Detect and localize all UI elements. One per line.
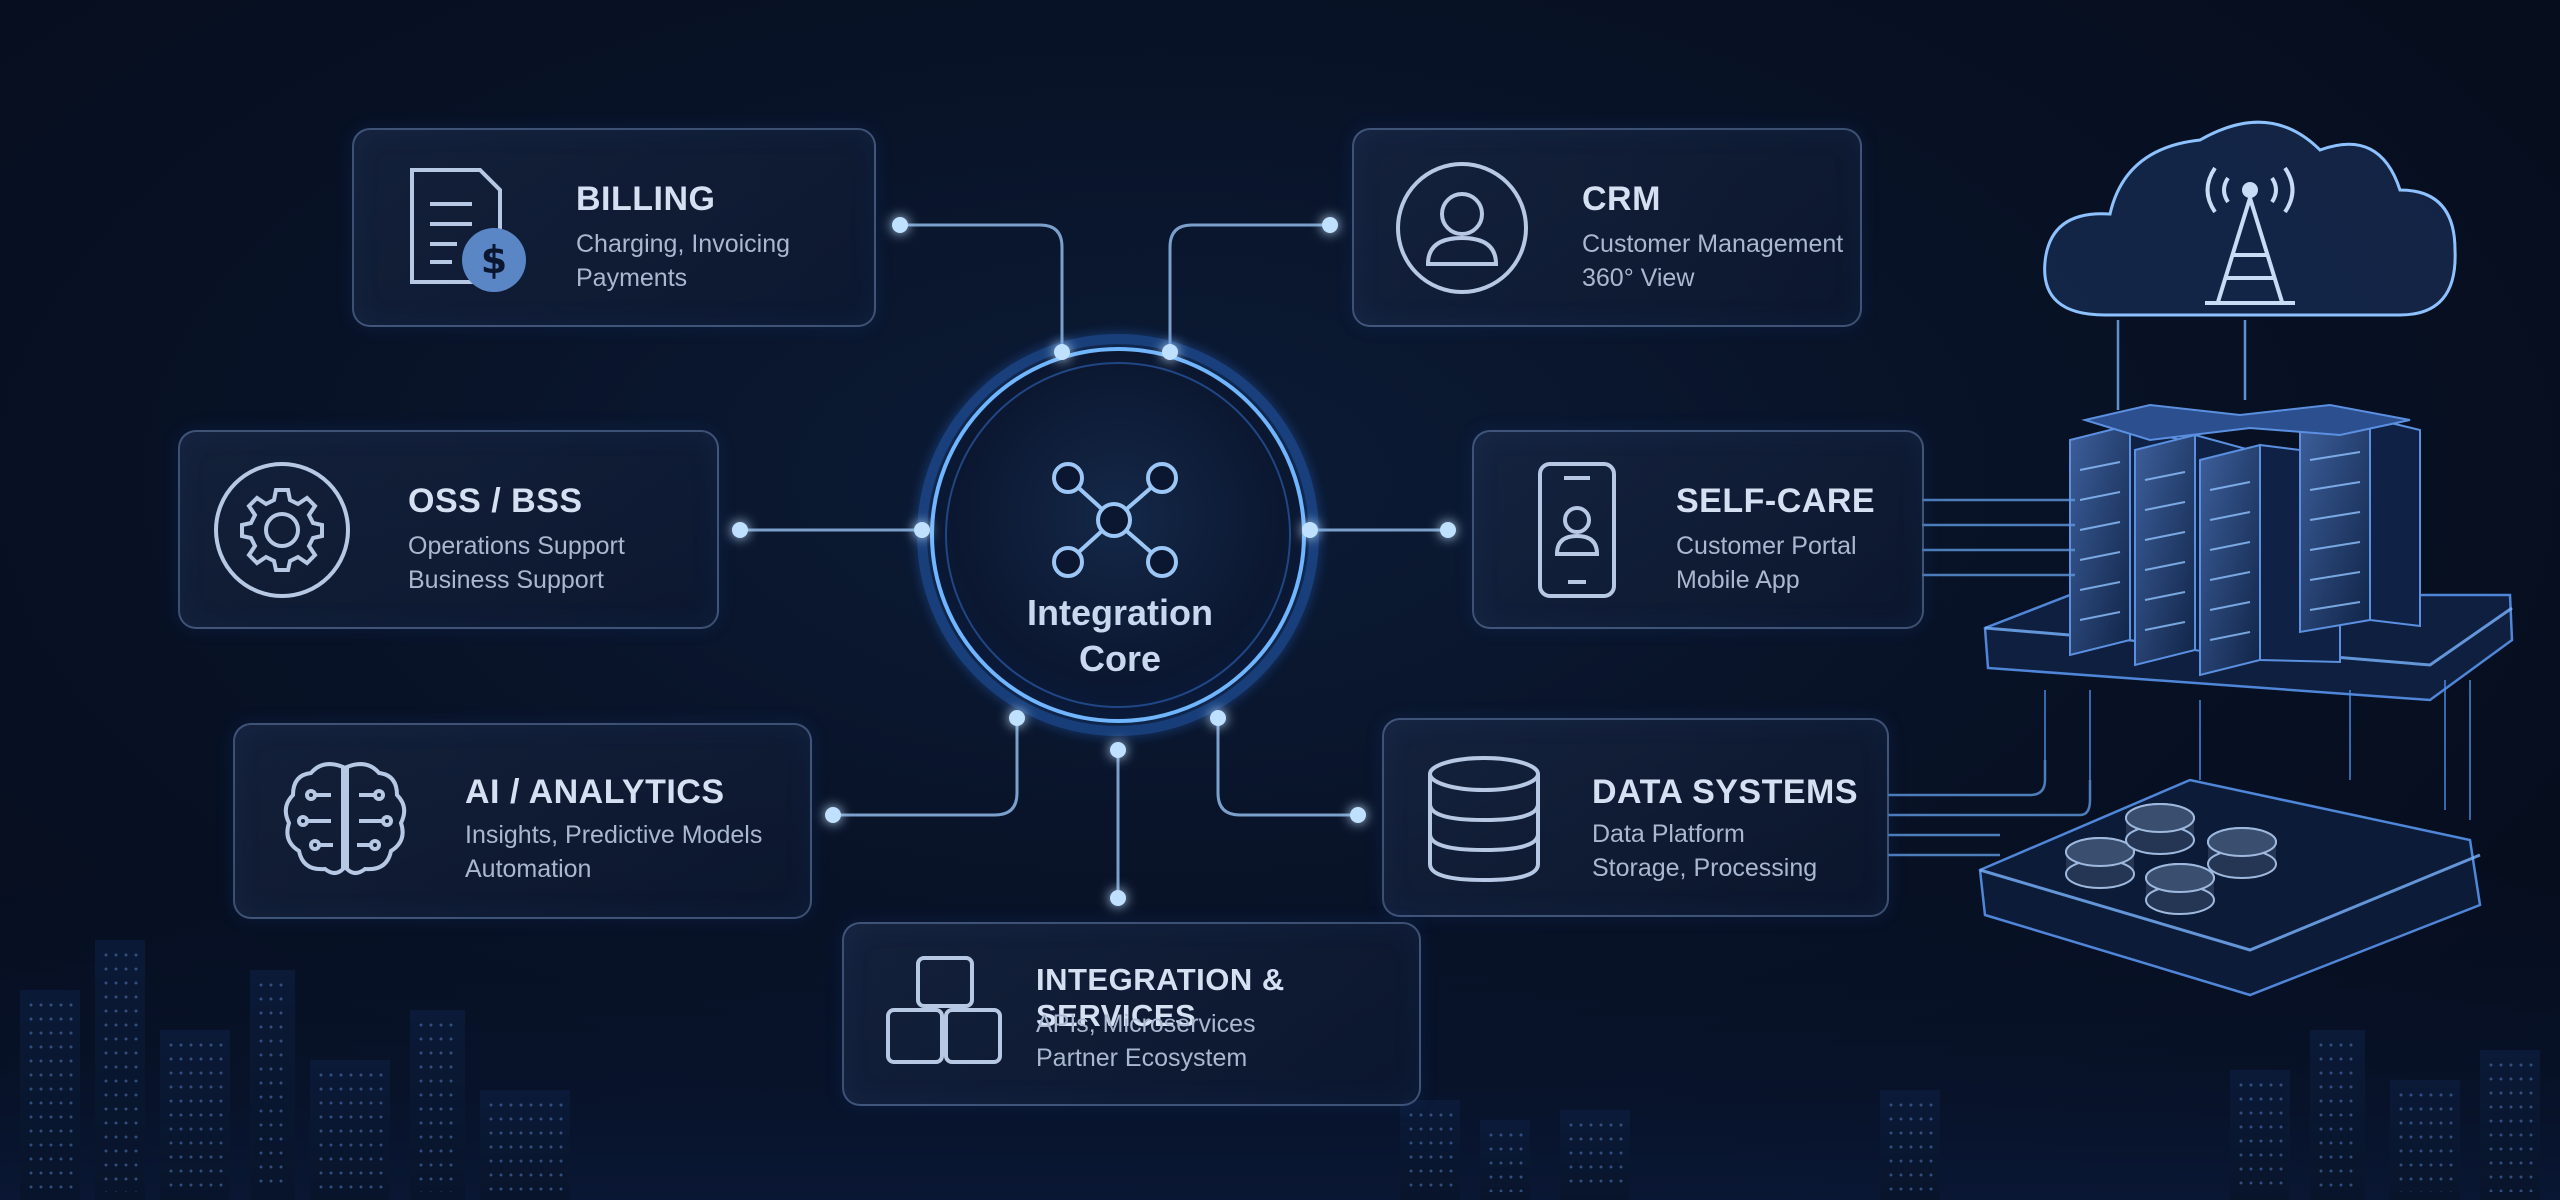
building	[250, 970, 295, 1200]
database-icon	[1422, 752, 1547, 887]
core-label-line2: Core	[1078, 638, 1162, 679]
core-label-line1: Integration	[1027, 592, 1213, 633]
ai-analytics-card[interactable]: AI / ANALYTICS Insights, Predictive Mode…	[233, 723, 812, 919]
self-care-desc-line2: Mobile App	[1676, 566, 1800, 594]
crm-desc-line1: Customer Management	[1582, 230, 1844, 258]
building	[2230, 1070, 2290, 1200]
self-care-desc-line1: Customer Portal	[1676, 532, 1857, 560]
oss-bss-desc-line2: Business Support	[408, 566, 604, 594]
building	[2390, 1080, 2460, 1200]
connector-dot	[1110, 890, 1126, 906]
integration-services-card[interactable]: INTEGRATION & SERVICES APIs, Microservic…	[842, 922, 1421, 1106]
ai-analytics-desc-line2: Automation	[465, 855, 592, 883]
building	[2310, 1030, 2365, 1200]
data-systems-title: DATA SYSTEMS	[1592, 773, 1859, 811]
core-inner-ring	[945, 362, 1291, 708]
integration-services-title: INTEGRATION & SERVICES	[1036, 962, 1285, 1033]
billing-desc-line2: Payments	[576, 264, 688, 292]
oss-bss-desc-line1: Operations Support	[408, 532, 625, 560]
server-rack-icon	[1983, 403, 2514, 702]
link-billing	[900, 223, 1064, 352]
billing-title: BILLING	[576, 180, 716, 218]
gear-icon	[212, 460, 352, 600]
cloud-tower-icon	[2043, 120, 2457, 317]
integration-services-desc-line2: Partner Ecosystem	[1036, 1044, 1248, 1072]
storage-link	[1888, 780, 2092, 817]
building	[20, 990, 80, 1200]
link-data	[1216, 718, 1358, 817]
building	[1880, 1090, 1940, 1200]
network-hub-icon	[1052, 462, 1178, 578]
billing-card[interactable]: $ BILLING Charging, Invoicing Payments	[352, 128, 876, 327]
building	[1400, 1100, 1460, 1200]
ai-analytics-desc-line1: Insights, Predictive Models	[465, 821, 763, 849]
ai-analytics-title: AI / ANALYTICS	[465, 773, 725, 811]
building	[410, 1010, 465, 1200]
data-systems-desc-line2: Storage, Processing	[1592, 854, 1818, 882]
connector-dot	[1302, 522, 1318, 538]
building	[160, 1030, 230, 1200]
oss-bss-title: OSS / BSS	[408, 482, 583, 520]
connector-dot	[1440, 522, 1456, 538]
building	[480, 1090, 570, 1200]
connector-dot	[1110, 742, 1126, 758]
connector-dot	[825, 807, 841, 823]
connector-dot	[1350, 807, 1366, 823]
oss-bss-card[interactable]: OSS / BSS Operations Support Business Su…	[178, 430, 719, 629]
data-systems-desc-line1: Data Platform	[1592, 820, 1745, 848]
brain-circuit-icon	[275, 755, 415, 885]
link-ai	[833, 718, 1019, 817]
building	[2480, 1050, 2540, 1200]
connector-dot	[1210, 710, 1226, 726]
invoice-dollar-icon: $	[402, 162, 532, 292]
connector-dot	[732, 522, 748, 538]
self-care-title: SELF-CARE	[1676, 482, 1876, 520]
storage-link	[1888, 760, 2047, 797]
link-crm	[1168, 223, 1330, 352]
crm-card[interactable]: CRM Customer Management 360° View	[1352, 128, 1862, 327]
building	[1560, 1110, 1630, 1200]
integration-services-desc-line1: APIs, Microservices	[1036, 1010, 1256, 1038]
connector-dot	[1054, 344, 1070, 360]
data-systems-card[interactable]: DATA SYSTEMS Data Platform Storage, Proc…	[1382, 718, 1889, 917]
blocks-icon	[882, 952, 1007, 1072]
crm-title: CRM	[1582, 180, 1661, 218]
billing-desc-line1: Charging, Invoicing	[576, 230, 791, 258]
core-label: Integration Core	[1000, 590, 1240, 682]
smartphone-user-icon	[1532, 458, 1622, 603]
building	[1480, 1120, 1530, 1200]
svg-text:$: $	[481, 238, 507, 282]
building	[95, 940, 145, 1200]
connector-dot	[1162, 344, 1178, 360]
connector-dot	[892, 217, 908, 233]
user-icon	[1392, 158, 1532, 298]
building	[310, 1060, 390, 1200]
storage-disks-icon	[1978, 778, 2482, 997]
self-care-card[interactable]: SELF-CARE Customer Portal Mobile App	[1472, 430, 1924, 629]
connector-dot	[1009, 710, 1025, 726]
connector-dot	[914, 522, 930, 538]
crm-desc-line2: 360° View	[1582, 264, 1695, 292]
connector-dot	[1322, 217, 1338, 233]
